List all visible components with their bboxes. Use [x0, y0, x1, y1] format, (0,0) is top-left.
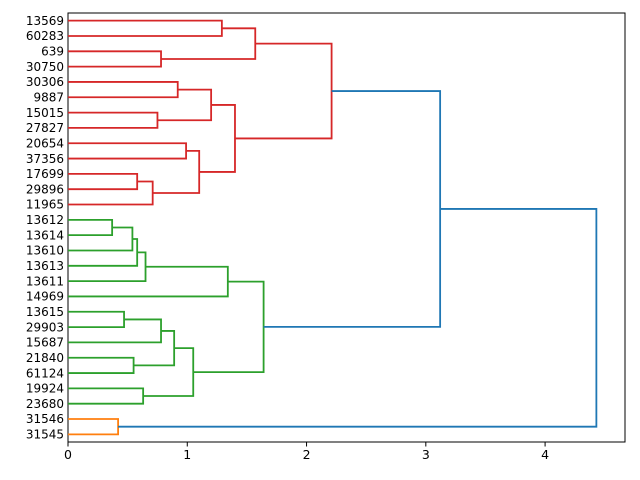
leaf-label: 11965	[26, 198, 64, 212]
dendrogram-link	[68, 19, 223, 37]
x-tick-label: 4	[541, 447, 549, 462]
x-tick-label: 1	[183, 447, 191, 462]
dendrogram-link	[68, 111, 159, 129]
leaf-label: 60283	[26, 29, 64, 43]
leaf-label: 13569	[26, 14, 64, 28]
leaf-label: 13610	[26, 244, 64, 258]
leaf-label: 27827	[26, 121, 64, 135]
dendrogram-link	[118, 208, 598, 428]
dendrogram-link	[68, 265, 229, 298]
dendrogram-link	[68, 318, 162, 344]
leaf-label: 14969	[26, 290, 64, 304]
leaf-label: 31545	[26, 428, 64, 442]
leaf-label: 37356	[26, 152, 64, 166]
dendrogram-link	[68, 172, 139, 191]
leaf-label: 15687	[26, 336, 64, 350]
dendrogram-link	[68, 180, 154, 206]
leaf-label: 29903	[26, 320, 64, 334]
axes-box	[67, 12, 626, 443]
leaf-label: 15015	[26, 106, 64, 120]
leaf-label: 17699	[26, 167, 64, 181]
dendrogram-link	[68, 387, 145, 405]
dendrogram-link	[199, 104, 236, 173]
leaf-label: 13612	[26, 213, 64, 227]
x-tick-label: 2	[303, 447, 311, 462]
leaf-label: 639	[41, 45, 64, 59]
x-tick-label: 0	[64, 447, 72, 462]
leaf-label: 13615	[26, 305, 64, 319]
leaf-label: 31546	[26, 412, 64, 426]
dendrogram-link	[68, 238, 139, 267]
dendrogram-link	[133, 330, 176, 367]
leaf-label: 23680	[26, 397, 64, 411]
leaf-label: 29896	[26, 182, 64, 196]
leaf-label: 21840	[26, 351, 64, 365]
leaf-label: 9887	[33, 90, 64, 104]
leaf-label: 30306	[26, 75, 64, 89]
dendrogram-link	[157, 88, 213, 122]
leaf-label: 13613	[26, 259, 64, 273]
dendrogram-link	[161, 27, 257, 60]
dendrogram-link	[68, 50, 162, 68]
dendrogram-link	[68, 418, 119, 436]
dendrogram-link	[152, 149, 201, 194]
dendrogram-link	[68, 310, 125, 328]
leaf-label: 20654	[26, 136, 64, 150]
leaf-label: 13614	[26, 228, 64, 242]
dendrogram-link	[68, 218, 114, 237]
leaf-label: 13611	[26, 274, 64, 288]
leaf-label: 30750	[26, 60, 64, 74]
dendrogram-link	[68, 251, 147, 283]
leaf-label: 61124	[26, 366, 64, 380]
dendrogram-link	[68, 226, 134, 252]
dendrogram-link	[68, 142, 187, 160]
dendrogram-link	[68, 81, 179, 99]
dendrogram-link	[68, 356, 135, 374]
dendrogram-link	[234, 42, 333, 140]
leaf-label: 19924	[26, 382, 64, 396]
x-tick-label: 3	[422, 447, 430, 462]
dendrogram-link	[143, 347, 195, 397]
dendrogram-link	[263, 90, 442, 328]
